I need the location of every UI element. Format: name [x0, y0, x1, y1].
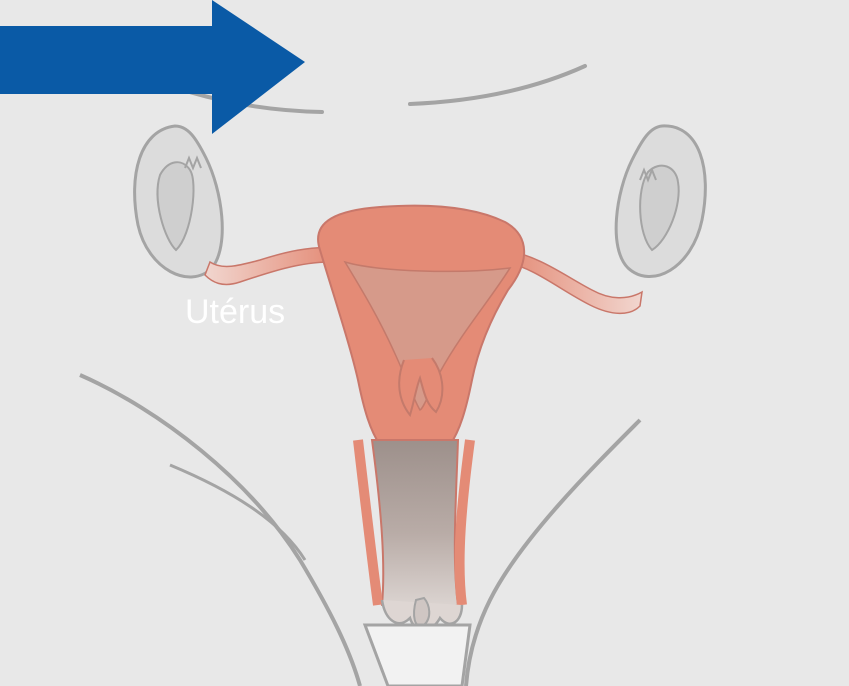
right-ovary: [616, 126, 705, 277]
pelvic-arc-right: [410, 66, 585, 104]
clitoral-hood: [414, 598, 429, 626]
uterus-label: Utérus: [185, 292, 285, 332]
pubic-area: [365, 625, 470, 686]
label-arrow: [0, 0, 305, 134]
left-groin-line-inner: [170, 465, 305, 560]
vaginal-wall-right: [460, 440, 470, 605]
vaginal-canal: [372, 440, 458, 610]
right-groin-line: [466, 420, 640, 686]
arrow-shape: [0, 0, 305, 134]
left-ovary: [135, 126, 223, 277]
left-groin-line: [80, 375, 360, 686]
left-fallopian-tube: [205, 248, 335, 285]
